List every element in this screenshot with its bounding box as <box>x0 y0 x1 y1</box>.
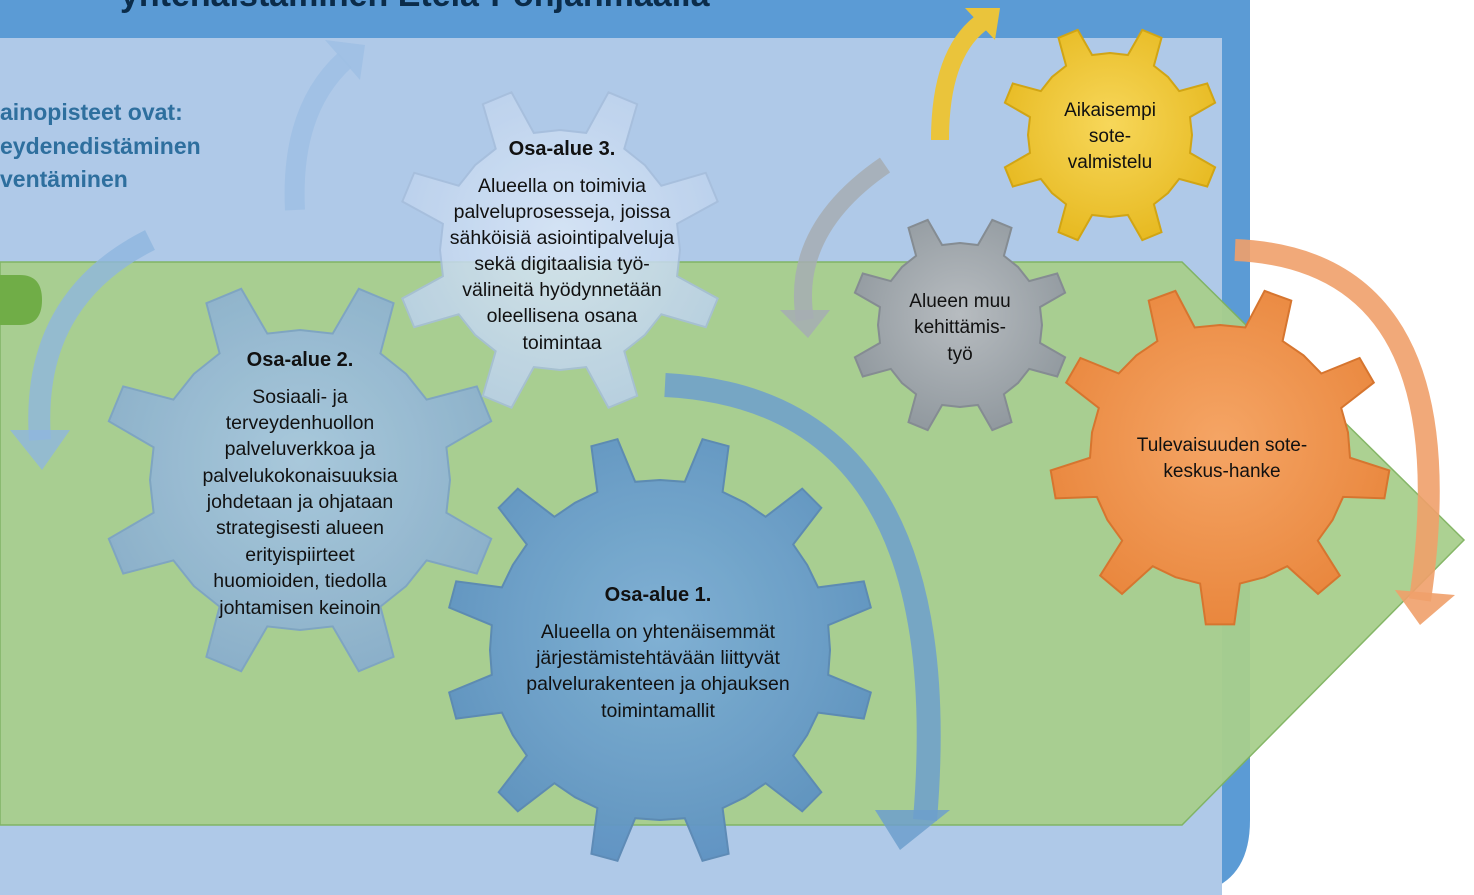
arrow-yellow <box>931 12 991 141</box>
yellow-line: Aikaisempi <box>1064 100 1156 121</box>
orange-line: keskus-hanke <box>1163 461 1280 482</box>
page-title: yhtenäistäminen Etelä-Pohjanmaalla <box>120 0 711 14</box>
arrow-top-blue-head <box>325 40 365 80</box>
gear-aikaisempi <box>1003 28 1217 242</box>
osa2-text: Osa-alue 2. Sosiaali- ja terveydenhuollo… <box>202 349 397 619</box>
orange-line: Tulevaisuuden sote- <box>1137 435 1307 456</box>
arrow-left-blue-head <box>10 430 70 470</box>
yellow-text: Aikaisempi sote- valmistelu <box>1064 100 1156 173</box>
osa3-text: Osa-alue 3. Alueella on toimivia palvelu… <box>450 138 675 354</box>
osa3-line: palveluprosesseja, joissa <box>454 201 671 223</box>
arrow-gray <box>793 157 891 322</box>
osa3-line: välineitä hyödynnetään <box>462 279 662 301</box>
osa2-line: palveluverkkoa ja <box>225 438 376 460</box>
arrow-right-blue <box>664 373 941 821</box>
arrow-top-blue <box>284 52 352 211</box>
gray-text: Alueen muu kehittämis- työ <box>909 291 1010 365</box>
yellow-line: sote- <box>1089 126 1131 147</box>
osa2-line: terveydenhuollon <box>226 412 375 434</box>
arrow-right-blue-head <box>875 810 950 850</box>
osa2-line: johdetaan ja ohjataan <box>206 491 394 513</box>
osa3-title: Osa-alue 3. <box>509 138 616 160</box>
osa3-line: oleellisena osana <box>487 305 638 327</box>
osa1-line: järjestämistehtävään liittyvät <box>535 647 780 669</box>
arrow-orange <box>1234 239 1440 602</box>
osa2-line: huomioiden, tiedolla <box>213 570 387 592</box>
osa3-line: toimintaa <box>522 332 601 354</box>
osa3-line: Alueella on toimivia <box>478 175 646 197</box>
left-line-2: eydenedistäminen <box>0 133 201 159</box>
gear-osa-alue-3 <box>401 91 719 409</box>
gray-line: Alueen muu <box>909 291 1010 312</box>
osa2-line: Sosiaali- ja <box>252 386 348 408</box>
orange-text: Tulevaisuuden sote- keskus-hanke <box>1137 435 1307 482</box>
arrow-yellow-head <box>965 8 1000 40</box>
gear-alueen-muu <box>853 218 1067 432</box>
arrow-left-blue <box>28 230 155 441</box>
osa1-text: Osa-alue 1. Alueella on yhtenäisemmät jä… <box>526 584 789 722</box>
gray-line: kehittämis- <box>914 317 1006 338</box>
yellow-line: valmistelu <box>1068 152 1152 173</box>
osa2-title: Osa-alue 2. <box>247 349 354 371</box>
osa2-line: johtamisen keinoin <box>218 597 381 619</box>
gear-tulevaisuuden <box>1049 289 1391 626</box>
gear-osa-alue-2 <box>107 287 493 673</box>
osa2-line: strategisesti alueen <box>216 517 384 539</box>
osa2-line: erityispiirteet <box>245 544 355 566</box>
osa1-title: Osa-alue 1. <box>605 584 712 606</box>
left-line-3: ventäminen <box>0 166 128 192</box>
left-line-1: ainopisteet ovat: <box>0 99 183 125</box>
arrow-orange-head <box>1395 590 1455 625</box>
osa3-line: sekä digitaalisia työ- <box>474 253 650 275</box>
osa2-line: palvelukokonaisuuksia <box>202 465 397 487</box>
osa1-line: toimintamallit <box>601 700 715 722</box>
osa1-line: palvelurakenteen ja ohjauksen <box>526 673 789 695</box>
osa1-line: Alueella on yhtenäisemmät <box>541 621 776 643</box>
arrow-gray-head <box>780 310 830 338</box>
gray-line: työ <box>947 344 972 365</box>
green-pill <box>0 275 42 325</box>
gear-osa-alue-1 <box>448 438 872 862</box>
osa3-line: sähköisiä asiointipalveluja <box>450 227 675 249</box>
